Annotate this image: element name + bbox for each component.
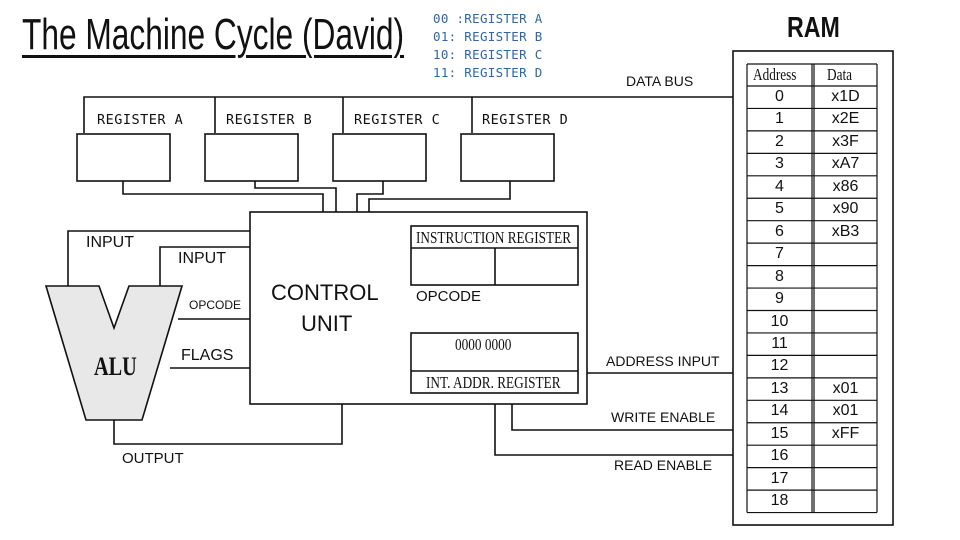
ram-address-cell: 0 (775, 88, 784, 105)
register-d-box (460, 133, 555, 182)
legend-line-2: 01: REGISTER B (433, 29, 543, 44)
legend-line-3: 10: REGISTER C (433, 47, 543, 62)
opcode-label: OPCODE (416, 288, 482, 305)
data-bus-label: DATA BUS (626, 73, 694, 89)
ram-title: RAM (787, 12, 840, 44)
control-unit-box (249, 211, 588, 405)
ram-data-cell: x86 (832, 177, 859, 195)
alu-opcode-label: OPCODE (189, 298, 242, 312)
register-b-label: REGISTER B (226, 112, 313, 128)
ram-data-cell: x1D (831, 88, 860, 105)
ram-address-cell: 1 (775, 110, 784, 128)
page-title: The Machine Cycle (David) (22, 10, 405, 59)
ram-address-cell: 2 (775, 132, 784, 150)
write-enable-label: WRITE ENABLE (611, 409, 716, 425)
read-enable-label: READ ENABLE (614, 457, 713, 473)
ram-data-cell: x90 (832, 200, 859, 218)
reg-c-to-cu (356, 181, 384, 212)
read-enable-line (494, 404, 733, 456)
ram-data-cell: x2E (831, 110, 860, 128)
alu-input2-line (159, 246, 250, 286)
write-enable-line (511, 404, 733, 431)
register-a-box (76, 133, 171, 182)
register-c-box (332, 133, 427, 182)
reg-a-to-cu (122, 181, 324, 212)
ram-table-grid (746, 63, 878, 514)
int-addr-register-box (410, 332, 579, 394)
control-unit-label-2: UNIT (301, 311, 353, 336)
ram-address-cell: 3 (775, 155, 784, 173)
ram-address-cell: 10 (770, 312, 789, 330)
ram-address-cell: 6 (775, 222, 784, 240)
ram-address-cell: 18 (770, 492, 789, 510)
reg-b-to-cu (254, 181, 337, 212)
ram-address-cell: 8 (775, 267, 784, 285)
ram-data-cell: x01 (832, 379, 859, 397)
ram-header-data: Data (827, 65, 853, 84)
alu-flags-label: FLAGS (181, 347, 234, 364)
ram-address-cell: 12 (770, 357, 789, 375)
alu-output-line (113, 404, 343, 445)
instruction-register-label: INSTRUCTION REGISTER (416, 228, 572, 247)
ram-header-address: Address (753, 65, 797, 84)
alu-input1-label: INPUT (86, 234, 134, 251)
ram-address-cell: 17 (770, 469, 789, 487)
alu-shape (44, 285, 184, 421)
control-unit-label-1: CONTROL (271, 280, 379, 305)
ram-data-cell: xFF (831, 424, 860, 442)
ram-address-cell: 7 (775, 245, 784, 263)
ram-address-cell: 11 (771, 334, 788, 352)
legend-line-1: 00 :REGISTER A (433, 11, 543, 26)
ram-data-cell: x3F (832, 132, 859, 150)
ram-data-cell: xA7 (831, 155, 860, 173)
register-c-label: REGISTER C (354, 112, 441, 128)
alu-input1-line (67, 230, 250, 286)
legend-line-4: 11: REGISTER D (433, 65, 543, 80)
address-input-label: ADDRESS INPUT (606, 353, 720, 369)
ram-address-cell: 13 (770, 379, 789, 397)
ram-address-cell: 16 (770, 447, 789, 465)
ram-box (732, 50, 894, 526)
int-addr-value: 0000 0000 (455, 335, 512, 354)
alu-input2-label: INPUT (178, 250, 226, 267)
int-addr-register-label: INT. ADDR. REGISTER (426, 373, 561, 392)
ram-address-cell: 4 (775, 177, 784, 195)
ram-data-cell: xB3 (831, 222, 860, 240)
ram-address-cell: 15 (770, 424, 789, 442)
register-b-box (204, 133, 299, 182)
ram-address-cell: 9 (775, 290, 784, 308)
ram-data-cell: x01 (832, 402, 859, 420)
reg-d-to-cu (368, 181, 511, 212)
alu-label: ALU (94, 352, 137, 381)
ram-address-cell: 14 (770, 402, 789, 420)
data-bus-line (83, 96, 733, 133)
register-d-label: REGISTER D (482, 112, 569, 128)
ram-address-cell: 5 (775, 200, 784, 218)
register-a-label: REGISTER A (97, 112, 184, 128)
alu-output-label: OUTPUT (122, 450, 184, 467)
